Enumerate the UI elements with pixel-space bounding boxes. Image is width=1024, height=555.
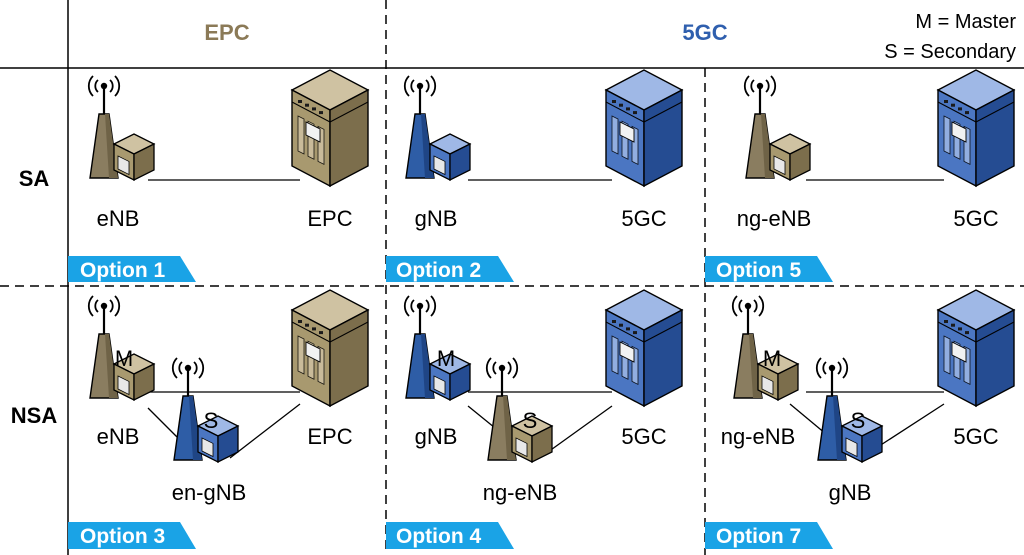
opt1-enb-node	[87, 75, 156, 182]
opt3-secondary-label: en-gNB	[172, 480, 247, 505]
opt4-gnb-master-node	[403, 295, 472, 402]
epc-column-title: EPC	[204, 20, 249, 45]
opt4-master-label: gNB	[415, 424, 458, 449]
opt4-secondary-label: ng-eNB	[483, 480, 558, 505]
option-tab-2: Option 2	[386, 256, 514, 282]
opt4-ng-enb-secondary-node	[485, 357, 554, 464]
opt2-gnb-node	[403, 75, 472, 182]
opt3-master-label: eNB	[97, 424, 140, 449]
opt4-5gc-node	[604, 289, 684, 408]
opt3-secondary-marker: S	[204, 408, 219, 433]
opt3-epc-node	[290, 289, 370, 408]
opt1-epc-node	[290, 69, 370, 188]
legend-secondary: S = Secondary	[884, 41, 1016, 63]
option-tab-7: Option 7	[705, 522, 833, 549]
option-tab-5-label: Option 5	[716, 259, 801, 282]
opt5-core-label: 5GC	[953, 206, 998, 231]
opt2-ran-label: gNB	[415, 206, 458, 231]
connection-lines	[147, 179, 945, 459]
opt7-secondary-label: gNB	[829, 480, 872, 505]
opt4-master-marker: M	[437, 346, 455, 371]
option-tab-3: Option 3	[68, 522, 196, 549]
fivegc-column-title: 5GC	[682, 20, 727, 45]
opt7-core-label: 5GC	[953, 424, 998, 449]
row-label-sa: SA	[19, 166, 50, 191]
opt2-core-label: 5GC	[621, 206, 666, 231]
opt3-core-label: EPC	[307, 424, 352, 449]
option-tab-1-label: Option 1	[80, 259, 165, 282]
opt5-5gc-node	[936, 69, 1016, 188]
opt1-core-label: EPC	[307, 206, 352, 231]
opt7-ng-enb-master-node	[731, 295, 800, 402]
option-tab-4-label: Option 4	[396, 525, 481, 548]
option-tab-5: Option 5	[705, 256, 833, 282]
opt3-en-gnb-secondary-node	[171, 357, 240, 464]
opt7-gnb-secondary-node	[815, 357, 884, 464]
opt3-master-marker: M	[115, 346, 133, 371]
opt1-ran-label: eNB	[97, 206, 140, 231]
opt4-core-label: 5GC	[621, 424, 666, 449]
option-tab-3-label: Option 3	[80, 525, 165, 548]
opt7-master-marker: M	[763, 346, 781, 371]
opt7-secondary-marker: S	[851, 408, 866, 433]
option-tab-2-label: Option 2	[396, 259, 481, 282]
legend-master: M = Master	[915, 11, 1016, 33]
opt7-master-label: ng-eNB	[721, 424, 796, 449]
opt4-secondary-marker: S	[523, 408, 538, 433]
opt5-ran-label: ng-eNB	[737, 206, 812, 231]
opt5-ng-enb-node	[743, 75, 812, 182]
option-tab-7-label: Option 7	[716, 525, 801, 548]
row-label-nsa: NSA	[11, 403, 58, 428]
opt3-enb-master-node	[87, 295, 156, 402]
option-tab-1: Option 1	[68, 256, 196, 282]
option-tab-4: Option 4	[386, 522, 514, 549]
opt7-5gc-node	[936, 289, 1016, 408]
opt2-5gc-node	[604, 69, 684, 188]
